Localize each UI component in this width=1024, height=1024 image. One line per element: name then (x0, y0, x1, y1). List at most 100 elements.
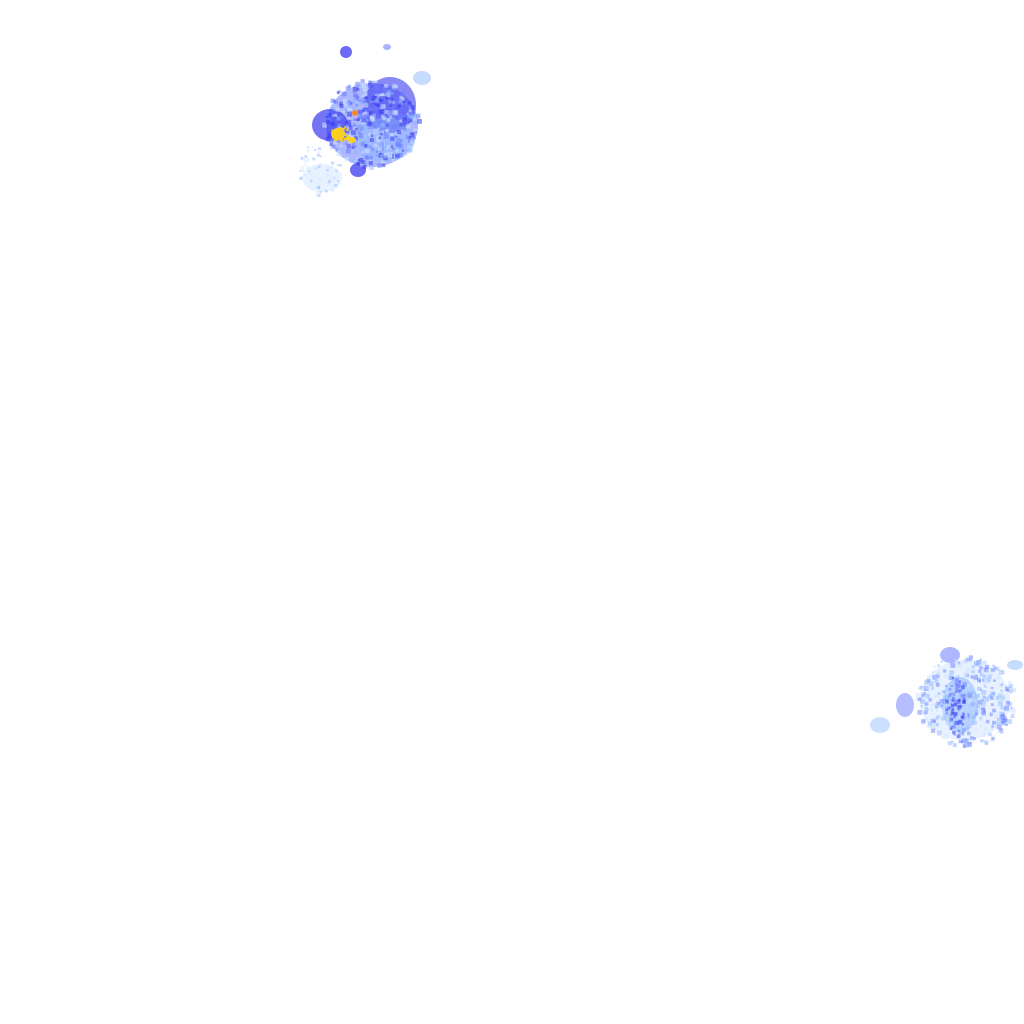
echo-speckle (1007, 719, 1013, 725)
echo-speckle (330, 98, 335, 103)
echo-speckle (949, 713, 953, 717)
echo-speckle (957, 689, 961, 693)
echo-speckle (329, 143, 333, 147)
echo-speckle (971, 669, 976, 674)
echo-speckle (950, 725, 954, 729)
echo-speckle (363, 97, 366, 100)
echo-speckle (951, 712, 955, 716)
echo-speckle (364, 143, 367, 146)
echo-speckle (990, 691, 996, 697)
echo-speckle (315, 191, 319, 195)
echo-speckle (357, 99, 360, 102)
echo-speckle (980, 660, 985, 665)
echo-speckle (988, 671, 994, 676)
echo-speckle (930, 704, 934, 707)
echo-speckle (961, 728, 966, 733)
echo-speckle (946, 691, 950, 695)
echo-speckle (362, 109, 365, 113)
echo-speckle (985, 719, 990, 724)
echo-speckle (390, 133, 394, 137)
echo-speckle (356, 118, 359, 121)
echo-speckle (930, 725, 935, 730)
echo-speckle (386, 118, 391, 123)
echo-speckle (950, 702, 953, 705)
echo-speckle (980, 701, 986, 707)
echo-speckle (371, 95, 376, 100)
echo-speckle (949, 727, 953, 731)
echo-speckle (964, 742, 970, 748)
echo-speckle (921, 719, 926, 724)
echo-very-heavy-speckle (340, 137, 343, 140)
echo-speckle (974, 693, 980, 699)
echo-speckle (978, 680, 982, 683)
echo-speckle (381, 163, 386, 168)
echo-speckle (970, 727, 974, 730)
echo-speckle (375, 150, 378, 153)
echo-speckle (1003, 707, 1007, 711)
echo-speckle (354, 95, 360, 100)
echo-speckle (983, 679, 988, 684)
echo-speckle (1000, 689, 1003, 692)
echo-speckle (307, 149, 310, 152)
echo-speckle (365, 156, 369, 160)
echo-speckle (941, 735, 944, 738)
echo-speckle (304, 155, 308, 159)
echo-speckle (353, 149, 359, 155)
echo-speckle (405, 123, 411, 129)
echo-speckle (355, 127, 358, 131)
echo-speckle (933, 702, 937, 707)
echo-speckle (318, 177, 322, 181)
echo-speckle (370, 147, 375, 152)
echo-speckle (376, 151, 380, 155)
echo-speckle (969, 658, 972, 662)
echo-speckle (411, 112, 415, 116)
echo-speckle (949, 706, 954, 711)
echo-speckle (374, 98, 379, 103)
echo-speckle (402, 114, 406, 119)
echo-speckle (927, 721, 932, 726)
echo-speckle (326, 168, 329, 172)
echo-very-heavy-speckle (331, 129, 333, 132)
echo-speckle (977, 700, 982, 705)
echo-speckle (967, 693, 973, 698)
echo-speckle (967, 713, 970, 716)
echo-speckle (362, 87, 368, 92)
echo-speckle (377, 163, 382, 168)
echo-speckle (965, 667, 971, 672)
echo-speckle (993, 679, 996, 682)
echo-speckle (952, 696, 955, 700)
echo-speckle (948, 688, 952, 691)
echo-speckle (403, 127, 407, 131)
echo-speckle (974, 674, 978, 677)
echo-speckle (980, 724, 983, 727)
echo-speckle (357, 109, 363, 115)
echo-speckle (403, 122, 407, 126)
echo-speckle (962, 712, 965, 715)
echo-speckle (968, 655, 973, 660)
echo-speckle (330, 121, 334, 126)
echo-speckle (979, 658, 982, 661)
echo-speckle (959, 685, 962, 688)
echo-speckle (947, 662, 950, 665)
echo-speckle (396, 115, 402, 120)
echo-speckle (925, 693, 930, 699)
echo-speckle (389, 104, 392, 107)
echo-speckle (925, 686, 929, 690)
echo-speckle (995, 666, 1001, 672)
echo-speckle (984, 696, 990, 702)
echo-speckle (325, 189, 328, 193)
echo-very-light (302, 164, 342, 192)
echo-speckle (996, 724, 1002, 730)
echo-speckle (352, 99, 357, 104)
echo-speckle (408, 136, 412, 139)
echo-speckle (359, 125, 365, 131)
echo-speckle (983, 667, 989, 673)
echo-speckle (381, 93, 385, 97)
echo-speckle (1011, 688, 1016, 693)
echo-speckle (394, 124, 398, 128)
echo-speckle (391, 115, 395, 119)
echo-speckle (961, 732, 965, 736)
echo-speckle (971, 702, 976, 707)
echo-speckle (390, 136, 395, 141)
echo-very-heavy-speckle (333, 131, 336, 135)
